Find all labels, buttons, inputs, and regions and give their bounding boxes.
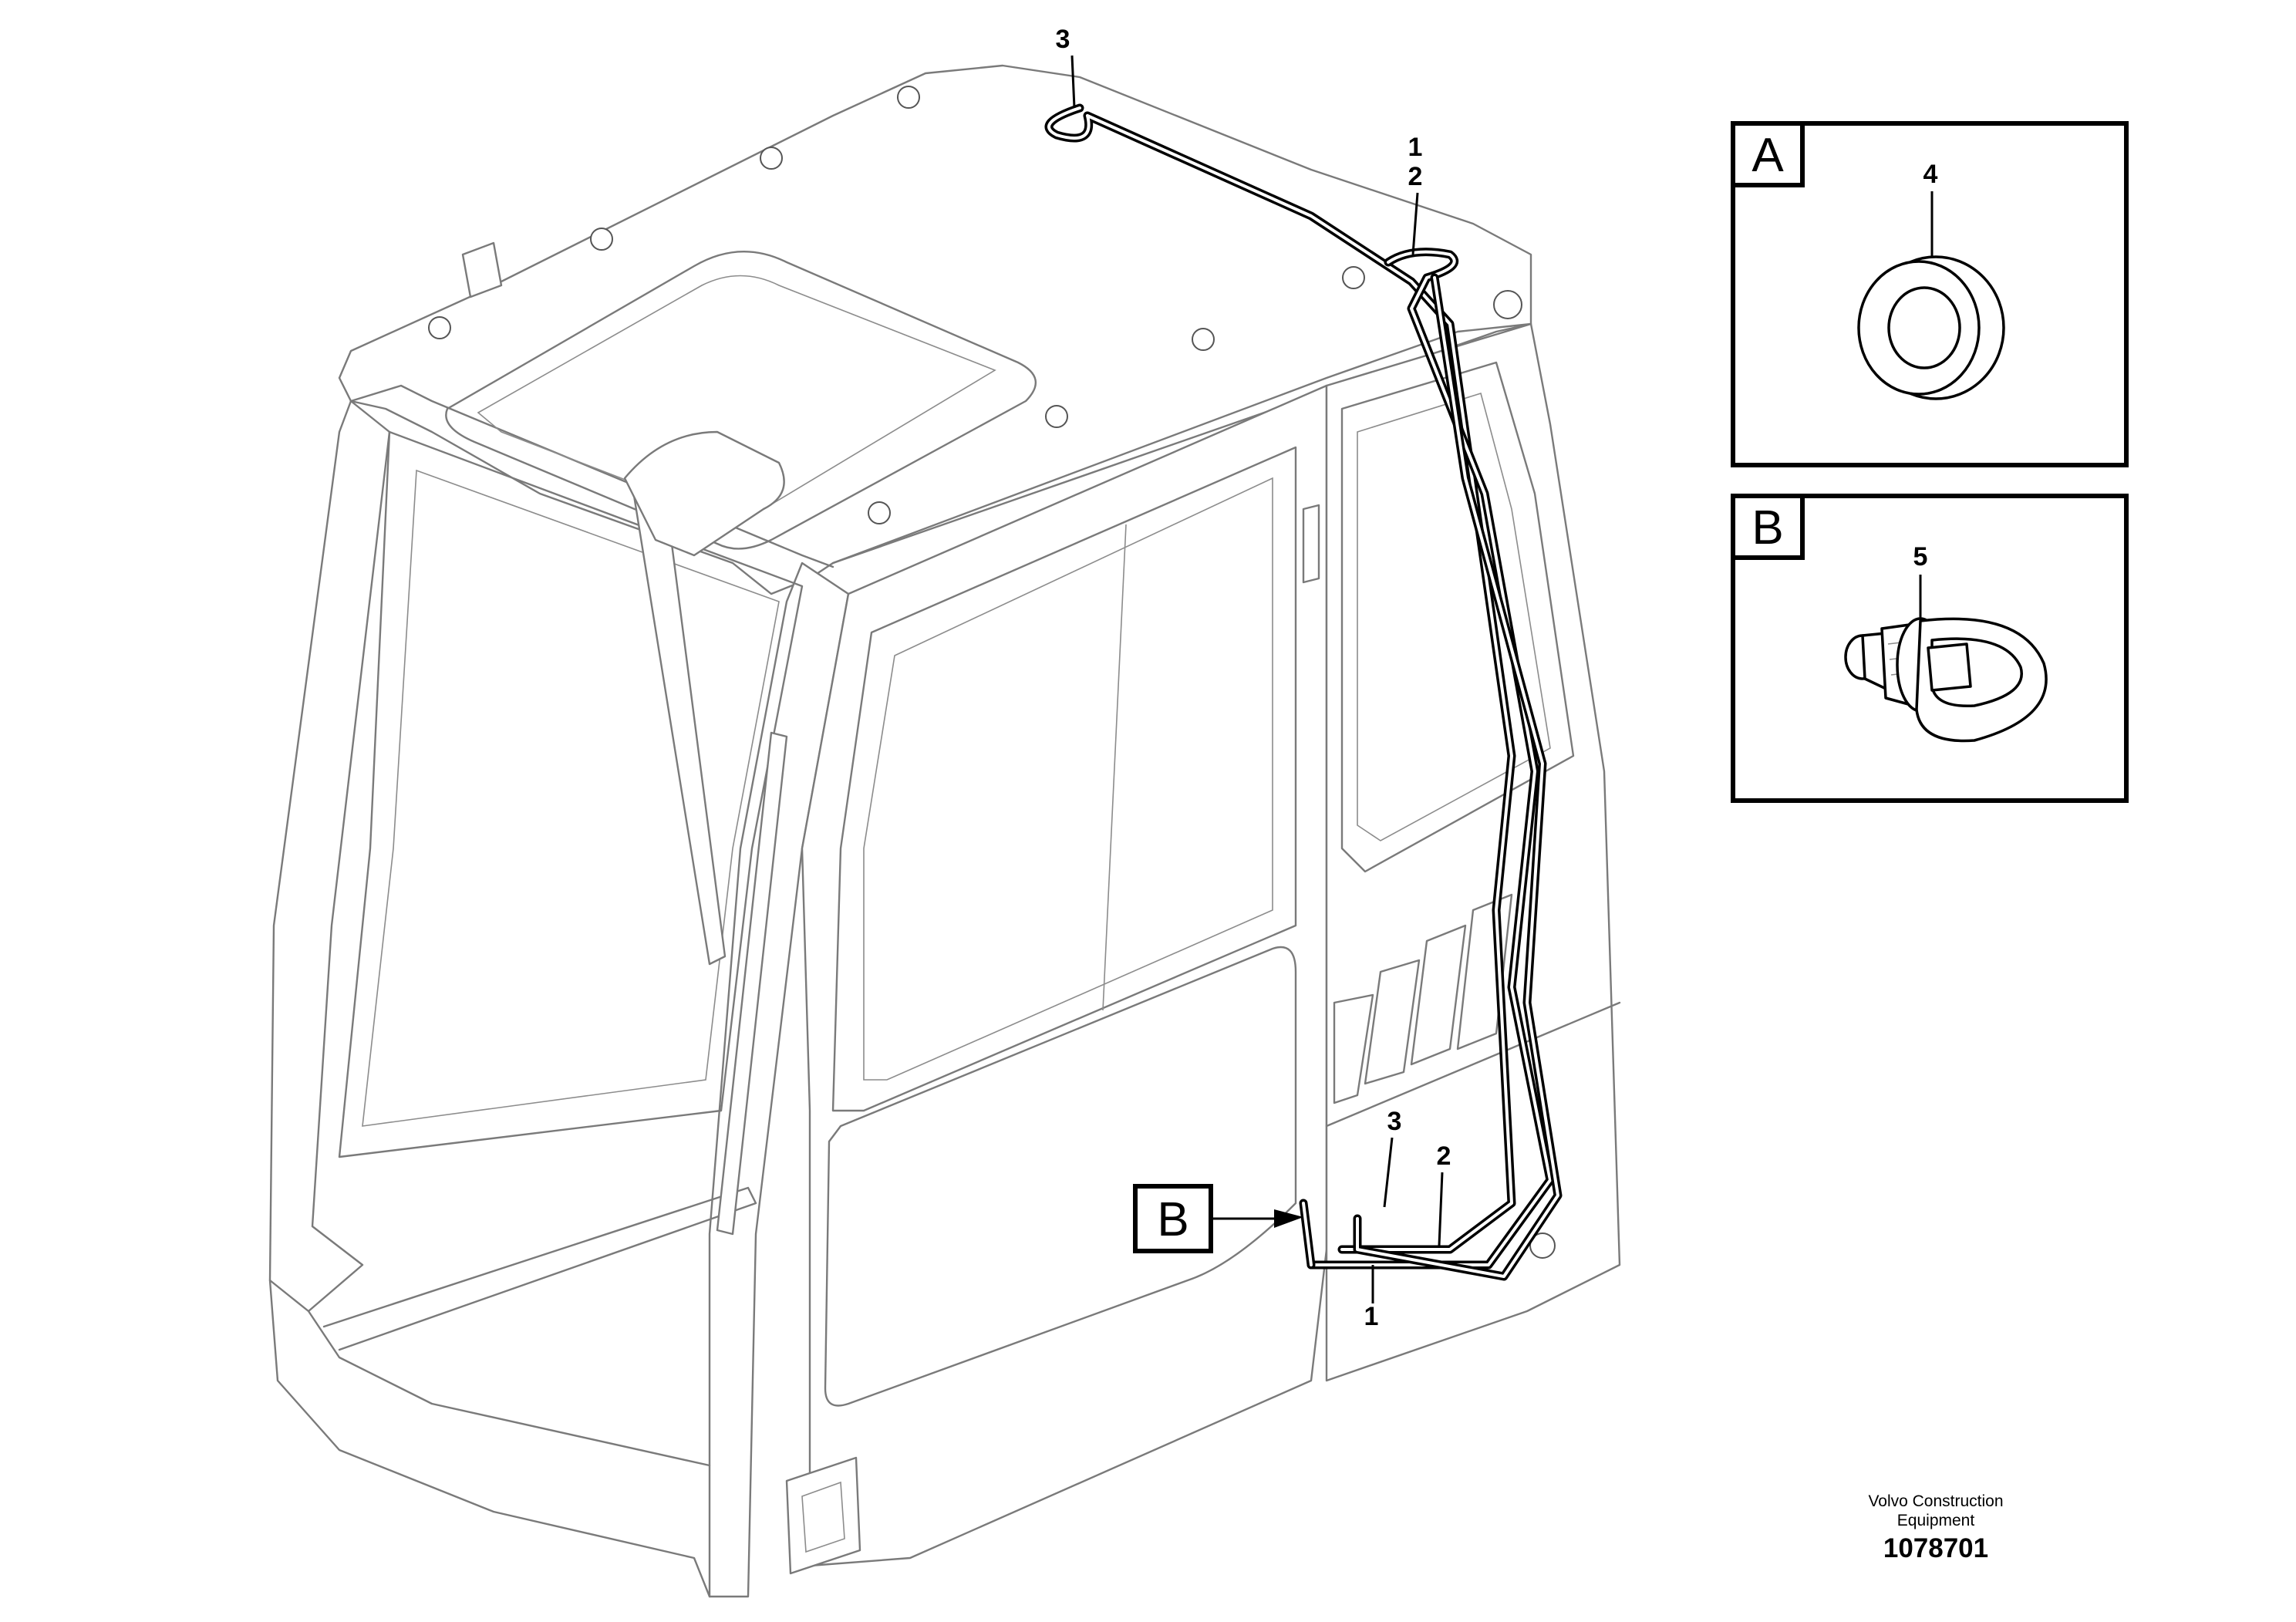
- vent-1: [1333, 993, 1374, 1104]
- bolt: [1529, 1233, 1556, 1259]
- door-lower-panel: [824, 946, 1297, 1407]
- leader-top-3: [1070, 55, 1076, 109]
- front-lower-bar: [307, 1310, 711, 1467]
- rear-window: [1340, 361, 1575, 873]
- callout-item-5: 5: [1913, 542, 1928, 572]
- clamp-fitting-icon: [1844, 617, 2048, 743]
- side-window-inner: [863, 477, 1273, 1081]
- roof-front-lip: [349, 384, 834, 568]
- vent-3: [1410, 924, 1467, 1066]
- front-windshield: [338, 430, 804, 1158]
- bolt: [868, 501, 891, 524]
- bolt: [590, 228, 613, 251]
- callout-item-4: 4: [1923, 160, 1938, 189]
- manufacturer-line-1: Volvo Construction: [1868, 1492, 2004, 1510]
- bolt: [1045, 405, 1068, 428]
- bolt: [760, 147, 783, 170]
- side-window-divider: [1102, 524, 1127, 1011]
- roof-bolts: [428, 86, 1556, 1259]
- detail-tag-a: [1731, 121, 1805, 187]
- callout-top-1: 1: [1408, 133, 1423, 162]
- detail-letter-b: B: [1752, 501, 1783, 555]
- drawing-number: 1078701: [1883, 1533, 1989, 1563]
- callout-lower-2: 2: [1437, 1141, 1451, 1171]
- front-left-pillar: [268, 400, 391, 1313]
- grommet-icon: [1857, 255, 2005, 400]
- door-handle-recess: [801, 1481, 845, 1553]
- rear-window-inner: [1357, 392, 1551, 841]
- front-lower-frame: [268, 1279, 711, 1598]
- view-marker-b: B: [1133, 1184, 1303, 1253]
- detail-tag-b: [1731, 494, 1805, 560]
- roof-hatch: [445, 251, 1037, 550]
- rear-body-line: [1325, 1001, 1621, 1128]
- hose-routing: [1044, 103, 1563, 1281]
- roof-right-edge: [831, 322, 1532, 565]
- side-window: [831, 446, 1297, 1112]
- hose-connector: [1493, 290, 1522, 319]
- vent-2: [1364, 959, 1421, 1085]
- view-marker-arrowhead: [1274, 1209, 1303, 1228]
- wiper-motor-cover: [623, 430, 785, 557]
- bolt: [428, 316, 451, 339]
- bolt: [1192, 328, 1215, 351]
- callout-top-3: 3: [1056, 25, 1070, 54]
- leader-lower-2: [1438, 1172, 1444, 1246]
- detail-box-b: B 5: [1731, 494, 2129, 803]
- leader-lower-3: [1383, 1137, 1394, 1208]
- front-windshield-inner: [362, 469, 780, 1127]
- cab-side-panel: [801, 384, 1328, 1567]
- roof-lifting-eye: [461, 241, 503, 298]
- door-hinge: [1302, 504, 1320, 584]
- callout-lower-1: 1: [1364, 1302, 1379, 1331]
- detail-letter-a: A: [1752, 129, 1784, 182]
- callout-labels: 3 1 2 3 2 1: [1056, 25, 1451, 1331]
- callout-lower-3: 3: [1387, 1107, 1402, 1136]
- bolt: [897, 86, 920, 109]
- callout-top-2: 2: [1408, 162, 1423, 191]
- detail-box-a: A 4: [1731, 121, 2129, 467]
- view-marker-letter: B: [1157, 1193, 1188, 1246]
- wiper-blade: [716, 731, 788, 1236]
- bolt: [1342, 266, 1365, 289]
- manufacturer-line-2: Equipment: [1896, 1512, 1975, 1529]
- leader-top-12: [1411, 192, 1419, 255]
- floor-bar: [322, 1186, 757, 1351]
